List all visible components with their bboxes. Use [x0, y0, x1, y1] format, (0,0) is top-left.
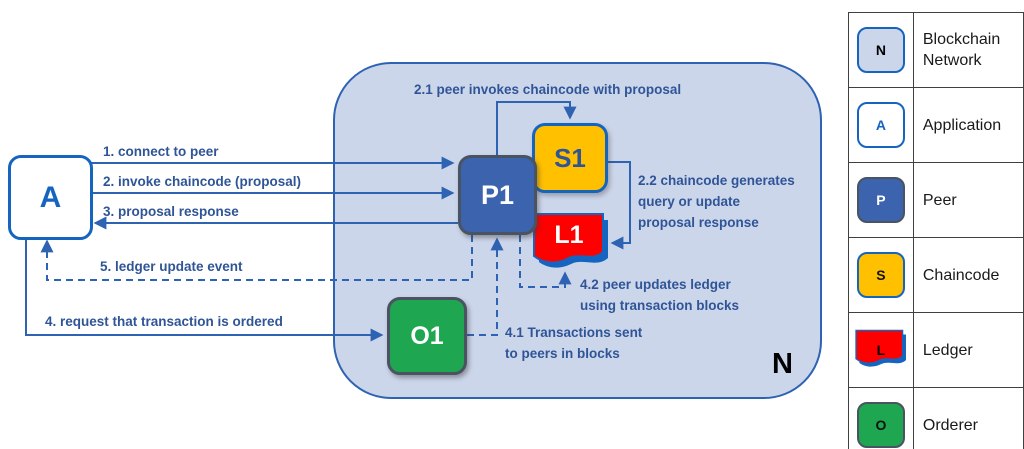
label-step5: 5. ledger update event [100, 259, 243, 274]
peer-icon: P [856, 177, 905, 223]
application-icon: A [856, 102, 905, 148]
ledger-node-label: L1 [554, 221, 584, 249]
legend-label-peer: Peer [912, 162, 1024, 238]
label-step2-2: 2.2 chaincode generates query or update … [638, 173, 795, 230]
label-step1: 1. connect to peer [103, 144, 219, 159]
orderer-node: O1 [387, 297, 467, 375]
arrow-ledger-update-event [40, 235, 473, 281]
arrow-transactions-to-peers [467, 237, 504, 336]
arrow-request-ordering [25, 237, 384, 342]
legend-row-application: A Application [848, 87, 1024, 163]
ledger-node: L1 [531, 212, 611, 274]
ledger-shape-small-icon [855, 329, 906, 367]
label-step4: 4. request that transaction is ordered [45, 314, 283, 329]
legend-row-orderer: O Orderer [848, 387, 1024, 449]
ledger-shape-icon [533, 213, 608, 268]
legend-label-orderer: Orderer [912, 387, 1024, 449]
arrow-peer-updates-ledger [519, 235, 572, 288]
legend-row-network: N Blockchain Network [848, 12, 1024, 88]
legend-row-chaincode: S Chaincode [848, 237, 1024, 313]
legend-row-ledger: L Ledger [848, 312, 1024, 388]
label-step2-1: 2.1 peer invokes chaincode with proposal [414, 82, 682, 97]
label-step2: 2. invoke chaincode (proposal) [103, 174, 302, 189]
legend-row-peer: P Peer [848, 162, 1024, 238]
chaincode-node: S1 [532, 123, 608, 193]
legend-label-chaincode: Chaincode [912, 237, 1024, 313]
legend-table: N Blockchain Network A Application P Pee… [848, 12, 1024, 449]
legend-label-network: Blockchain Network [912, 12, 1024, 88]
ledger-icon: L [854, 327, 908, 373]
label-step4-2: 4.2 peer updates ledger using transactio… [580, 277, 740, 313]
legend-label-application: Application [912, 87, 1024, 163]
ledger-icon-letter: L [876, 342, 886, 358]
network-label: N [772, 348, 793, 380]
blockchain-network-icon: N [856, 27, 905, 73]
arrow-chaincode-response [608, 161, 631, 250]
legend-label-ledger: Ledger [912, 312, 1024, 388]
arrow-peer-invokes-chaincode [496, 101, 577, 155]
label-step4-1: 4.1 Transactions sent to peers in blocks [505, 325, 643, 361]
chaincode-icon: S [856, 252, 905, 298]
application-node: A [8, 155, 93, 240]
peer-node: P1 [458, 155, 537, 235]
label-step3: 3. proposal response [103, 204, 239, 219]
orderer-icon: O [856, 402, 905, 448]
